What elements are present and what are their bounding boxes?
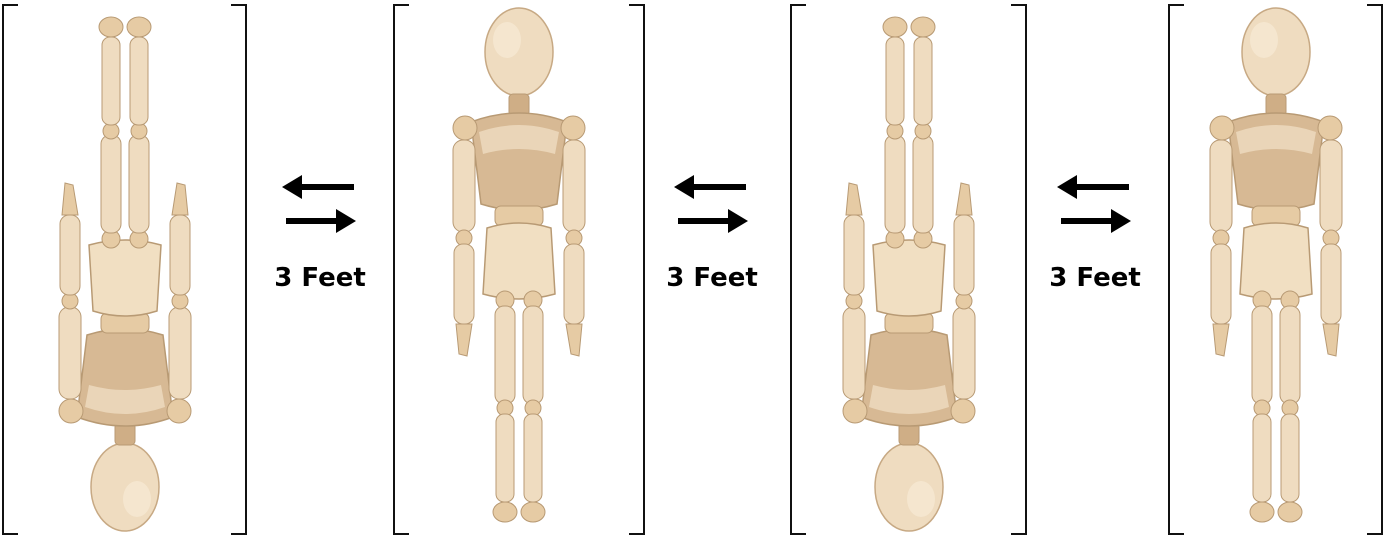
mannequin-upright-figure [409,4,629,535]
distance-label: 3 Feet [657,263,767,293]
panel-1 [2,4,247,535]
distance-marker-2: 3 Feet [657,175,767,293]
panel-2 [393,4,645,535]
bracket-right [629,4,645,535]
swap-arrows-icon [1057,175,1133,235]
swap-arrows-icon [282,175,358,235]
swap-arrows-icon [674,175,750,235]
distance-marker-3: 3 Feet [1040,175,1150,293]
panel-4 [1168,4,1383,535]
panel-3 [790,4,1027,535]
bracket-left [393,4,409,535]
distance-marker-1: 3 Feet [265,175,375,293]
distance-label: 3 Feet [1040,263,1150,293]
distance-label: 3 Feet [265,263,375,293]
mannequin-upright-figure [1166,4,1385,535]
mannequin-inverted-figure [15,4,235,535]
mannequin-inverted-figure [799,4,1019,535]
